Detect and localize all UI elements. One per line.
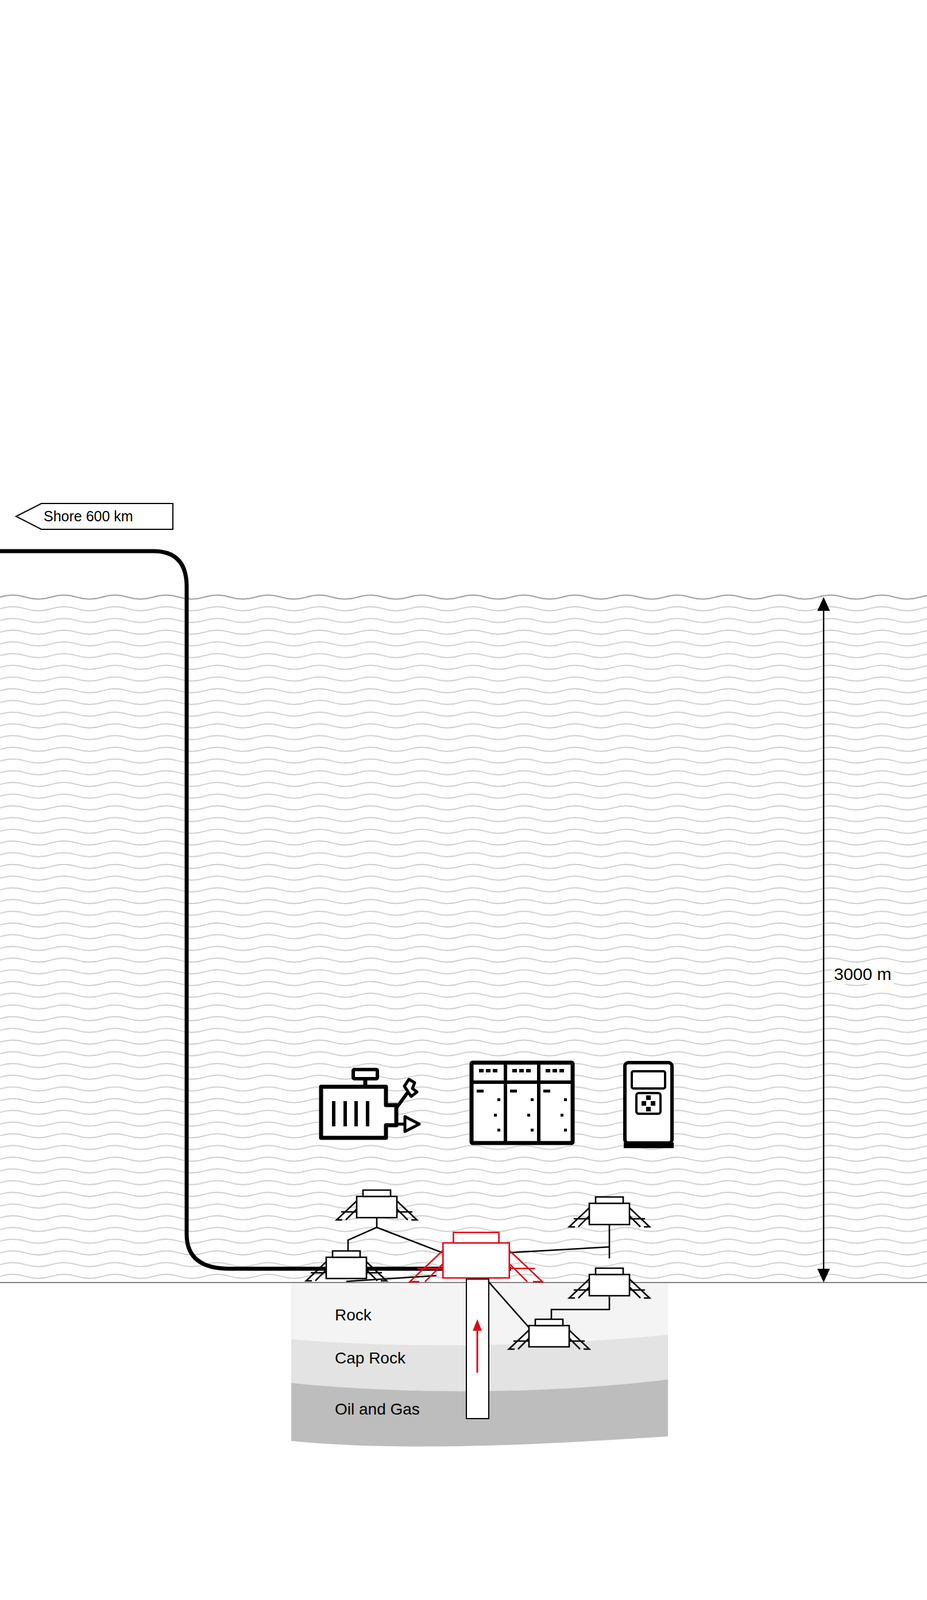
node-text: Shore 600 km bbox=[43, 508, 134, 525]
switchgear-icon bbox=[471, 1063, 573, 1144]
depth-dimension: 3000 m bbox=[831, 964, 894, 986]
node-text: Rock bbox=[334, 1306, 372, 1326]
node-text: Cap Rock bbox=[334, 1349, 406, 1369]
drive-icon bbox=[623, 1063, 674, 1149]
node-text: Oil and Gas bbox=[334, 1400, 420, 1420]
shore-tag: Shore 600 km bbox=[15, 503, 174, 531]
seabed-line bbox=[0, 1282, 927, 1284]
generator-icon bbox=[321, 1070, 420, 1139]
depth-dimension-holder: 3000 m bbox=[831, 964, 894, 986]
dimension-arrow bbox=[817, 597, 830, 1284]
well-pipe bbox=[466, 1279, 489, 1420]
subsea-templates bbox=[306, 1190, 650, 1350]
water-waves bbox=[0, 591, 927, 1283]
power-cable bbox=[0, 551, 512, 1270]
